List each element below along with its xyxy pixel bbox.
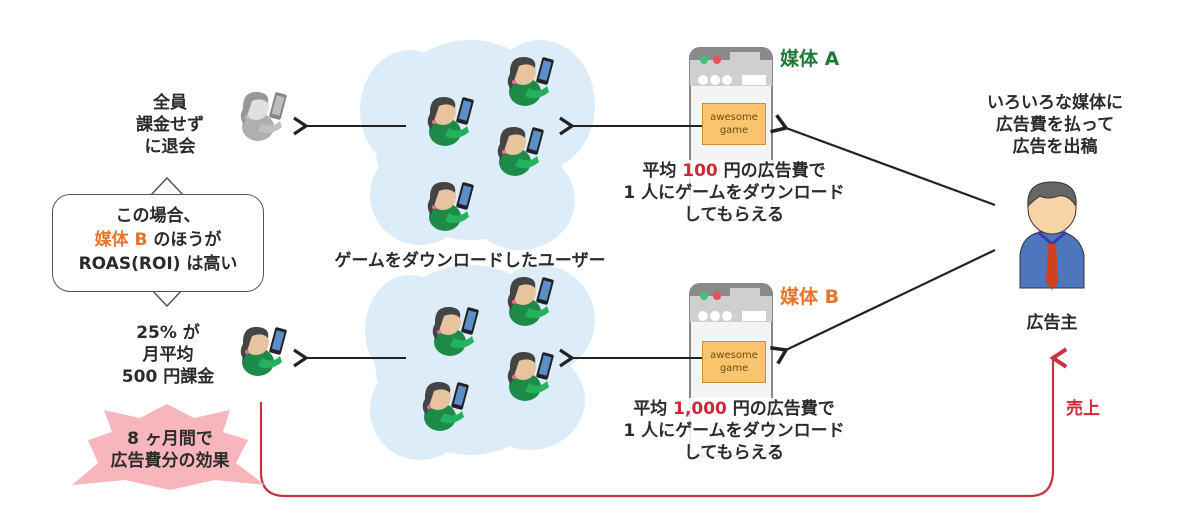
media-b-caption: 平均 1,000 円の広告費で 1 人にゲームをダウンロード してもらえる <box>600 398 868 464</box>
advertiser-person-icon <box>1019 181 1085 290</box>
ad-banner-b: awesome game <box>702 341 766 383</box>
arrow-advertiser-to-media-a <box>770 114 996 207</box>
advertiser-caption: いろいろな媒体に 広告費を払って 広告を出稿 <box>987 93 1123 157</box>
speech-bubble <box>52 194 264 292</box>
speech-bubble-text: この場合、 媒体 B のほうが ROAS(ROI) は高い <box>78 206 238 274</box>
outcome-a-text: 全員 課金せず に退会 <box>136 93 204 157</box>
ad-banner-a: awesome game <box>702 103 766 145</box>
revenue-arrow <box>259 347 1068 498</box>
user-cloud-a <box>360 40 595 250</box>
outcome-b-text: 25% が 月平均 500 円課金 <box>121 323 215 387</box>
advertiser-label: 広告主 <box>1026 313 1078 333</box>
cost-value: 100 <box>682 161 718 181</box>
ad-text: game <box>719 125 749 136</box>
media-a-label: 媒体 A <box>780 48 840 70</box>
cost-value: 1,000 <box>673 399 727 419</box>
ad-text: awesome <box>710 112 758 123</box>
churned-user-icon <box>240 91 288 141</box>
revenue-label: 売上 <box>1066 399 1100 419</box>
paying-user-icon <box>240 326 288 376</box>
media-b-label: 媒体 B <box>780 286 840 308</box>
downloaded-users-label: ゲームをダウンロードしたユーザー <box>334 251 606 271</box>
arrow-advertiser-to-media-b <box>770 249 996 365</box>
media-a-caption: 平均 100 円の広告費で 1 人にゲームをダウンロード してもらえる <box>600 160 868 226</box>
burst-badge-text: 8 ヶ月間で 広告費分の効果 <box>110 429 230 471</box>
ad-text: game <box>719 363 749 374</box>
ad-text: awesome <box>710 350 758 361</box>
user-cloud-b <box>365 265 595 460</box>
burst-badge-shape <box>72 404 265 490</box>
